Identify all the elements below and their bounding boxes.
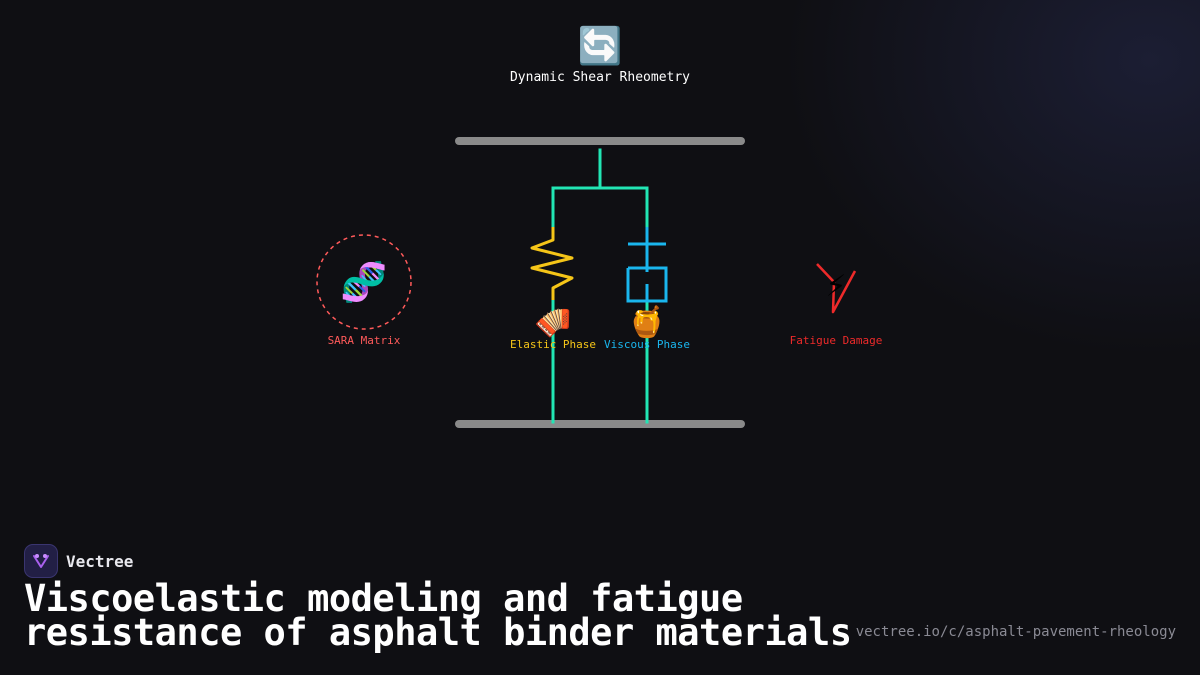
page-title: Viscoelastic modeling and fatigue resist… (24, 577, 852, 654)
vectree-logo-icon (33, 554, 49, 568)
spring-element (530, 227, 574, 300)
dna-icon: 🧬 (340, 259, 387, 305)
accordion-icon: 🪗 (534, 305, 571, 340)
rheology-diagram: 🔄 Dynamic Shear Rheometry 🪗 🍯 Elastic Ph… (316, 25, 883, 428)
dashpot-element (626, 227, 668, 303)
frame-connector (551, 148, 649, 424)
sara-ring (316, 234, 412, 330)
viscous-phase-label: Viscous Phase (604, 338, 690, 351)
brand-name: Vectree (66, 551, 134, 571)
refresh-icon: 🔄 (578, 25, 623, 67)
fatigue-crack (816, 263, 857, 314)
elastic-phase-label: Elastic Phase (510, 338, 596, 351)
honey-pot-icon: 🍯 (628, 304, 665, 340)
bottom-plate (455, 420, 745, 428)
course-url[interactable]: vectree.io/c/asphalt-pavement-rheology (855, 624, 1176, 640)
brand: Vectree (24, 544, 133, 578)
fatigue-damage-label: Fatigue Damage (790, 334, 883, 347)
vectree-logo (24, 544, 58, 578)
sara-matrix-label: SARA Matrix (328, 334, 401, 347)
top-plate (455, 137, 745, 145)
lightning-icon: ⚡ (826, 265, 846, 305)
dsr-label: Dynamic Shear Rheometry (510, 70, 690, 85)
